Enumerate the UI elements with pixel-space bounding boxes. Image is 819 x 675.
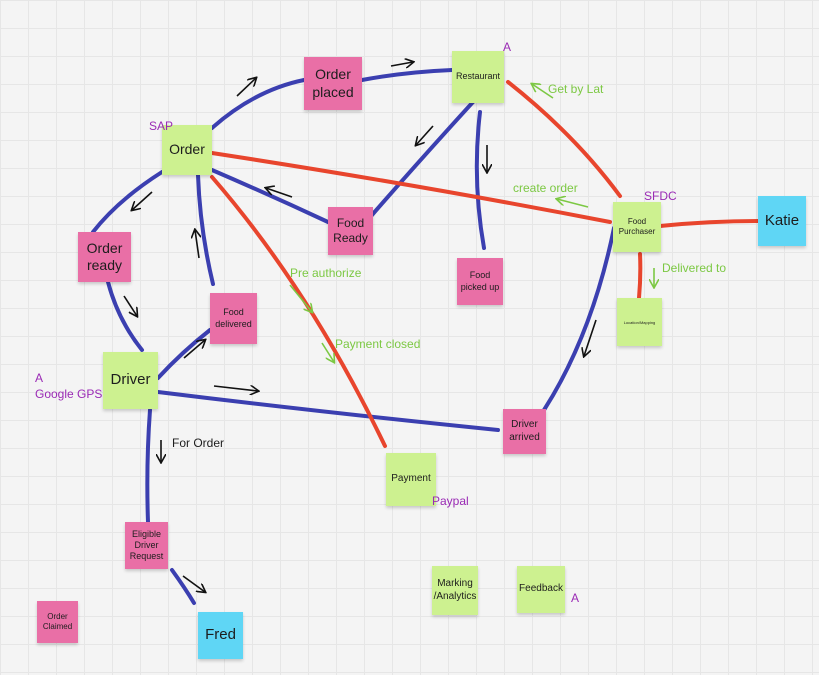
arrow-food-ready-to-order: [266, 188, 293, 198]
label-payment-closed: Payment closed: [335, 337, 421, 351]
arrow-purchaser-to-driver-arrived: [584, 319, 597, 356]
arrow-pre-authorize: [289, 284, 312, 312]
note-katie[interactable]: Katie: [758, 196, 806, 246]
note-payment[interactable]: Payment: [386, 453, 436, 506]
note-order-claimed-text: Order Claimed: [42, 612, 73, 631]
note-food-delivered-text: Food delivered: [215, 307, 252, 329]
connector-food-purchaser-to-driver-arrived[interactable]: [542, 226, 616, 412]
arrow-eligible-to-fred: [182, 575, 205, 592]
connector-eligible-driver-request-to-fred[interactable]: [170, 568, 196, 605]
note-food-ready-text: Food Ready: [333, 216, 368, 245]
label-delivered-to: Delivered to: [662, 261, 727, 275]
connector-food-ready-to-order[interactable]: [210, 168, 330, 224]
arrow-get-by-lat: [532, 84, 554, 99]
note-order[interactable]: Order: [162, 125, 212, 175]
note-restaurant-text: Restaurant: [455, 71, 501, 82]
note-payment-text: Payment: [391, 473, 431, 485]
note-eligible-driver-request-text: Eligible Driver Request: [129, 528, 164, 562]
note-driver[interactable]: Driver: [103, 352, 158, 409]
label-pre-authorize: Pre authorize: [290, 266, 362, 280]
label-a-feedback: A: [571, 591, 580, 605]
note-eligible-driver-request[interactable]: Eligible Driver Request: [125, 522, 168, 569]
arrow-driver-to-driver-arrived: [213, 386, 258, 391]
connector-food-purchaser-to-katie[interactable]: [658, 219, 760, 228]
label-a-driver: A: [35, 371, 44, 385]
arrow-order-to-order-placed: [236, 78, 256, 97]
label-paypal: Paypal: [432, 494, 469, 508]
connector-order-to-order-ready[interactable]: [91, 170, 164, 234]
label-sap: SAP: [149, 119, 174, 133]
note-food-purchaser[interactable]: Food Purchaser: [613, 202, 661, 252]
connector-food-purchaser-to-location[interactable]: [637, 252, 643, 300]
label-sfdc: SFDC: [644, 189, 677, 203]
connector-food-delivered-to-order[interactable]: [196, 173, 215, 286]
arrow-driver-to-food-delivered: [183, 340, 205, 359]
connector-order-placed-to-restaurant[interactable]: [360, 68, 454, 82]
label-create-order: create order: [513, 181, 578, 195]
connector-restaurant-to-food-purchaser[interactable]: [506, 80, 622, 198]
note-feedback-text: Feedback: [519, 583, 563, 595]
label-get-by-lat: Get by Lat: [548, 82, 604, 96]
arrow-order-to-order-ready: [132, 191, 153, 210]
arrow-payment-closed: [321, 342, 334, 362]
note-food-ready[interactable]: Food Ready: [328, 207, 373, 255]
note-fred-text: Fred: [205, 626, 236, 644]
note-driver-arrived[interactable]: Driver arrived: [503, 409, 546, 454]
note-order-placed-text: Order placed: [312, 66, 354, 100]
connector-order-ready-to-driver[interactable]: [106, 280, 144, 352]
note-fred[interactable]: Fred: [198, 612, 243, 659]
note-food-purchaser-text: Food Purchaser: [618, 217, 656, 236]
arrow-restaurant-to-food-ready: [416, 125, 434, 145]
arrow-create-order: [557, 199, 589, 208]
note-order-claimed[interactable]: Order Claimed: [37, 601, 78, 643]
note-order-text: Order: [169, 141, 205, 158]
connector-driver-to-food-delivered[interactable]: [156, 328, 212, 380]
arrow-food-delivered-to-order: [195, 230, 199, 259]
connector-order-to-order-placed[interactable]: [210, 78, 306, 130]
connector-driver-to-eligible-driver-request[interactable]: [145, 408, 152, 524]
note-order-placed[interactable]: Order placed: [304, 57, 362, 110]
note-order-ready-text: Order ready: [86, 239, 123, 274]
connector-order-to-payment[interactable]: [210, 175, 387, 448]
arrow-order-ready-to-driver: [123, 295, 137, 316]
label-for-order: For Order: [172, 436, 225, 450]
connector-order-to-food-purchaser[interactable]: [210, 151, 612, 224]
connector-driver-to-driver-arrived[interactable]: [156, 390, 500, 432]
connector-restaurant-to-food-picked-up[interactable]: [474, 110, 486, 250]
note-restaurant[interactable]: Restaurant: [452, 51, 504, 103]
note-feedback[interactable]: Feedback: [517, 566, 565, 613]
note-food-picked-up-text: Food picked up: [460, 270, 500, 292]
note-driver-text: Driver: [110, 371, 151, 389]
note-food-picked-up[interactable]: Food picked up: [457, 258, 503, 305]
note-location-mapping-text: Location/Mapping: [623, 319, 656, 325]
note-location-mapping[interactable]: Location/Mapping: [617, 298, 662, 346]
note-marking-analytics-text: Marking /Analytics: [433, 578, 477, 602]
arrow-order-placed-to-restaurant: [390, 62, 413, 66]
note-katie-text: Katie: [764, 211, 800, 229]
connector-restaurant-to-food-ready[interactable]: [370, 100, 475, 217]
note-food-delivered[interactable]: Food delivered: [210, 293, 257, 344]
note-order-ready[interactable]: Order ready: [78, 232, 131, 282]
label-a-restaurant: A: [503, 40, 512, 54]
label-google-gps: Google GPS: [35, 387, 103, 401]
note-marking-analytics[interactable]: Marking /Analytics: [432, 566, 478, 615]
note-driver-arrived-text: Driver arrived: [509, 419, 540, 443]
